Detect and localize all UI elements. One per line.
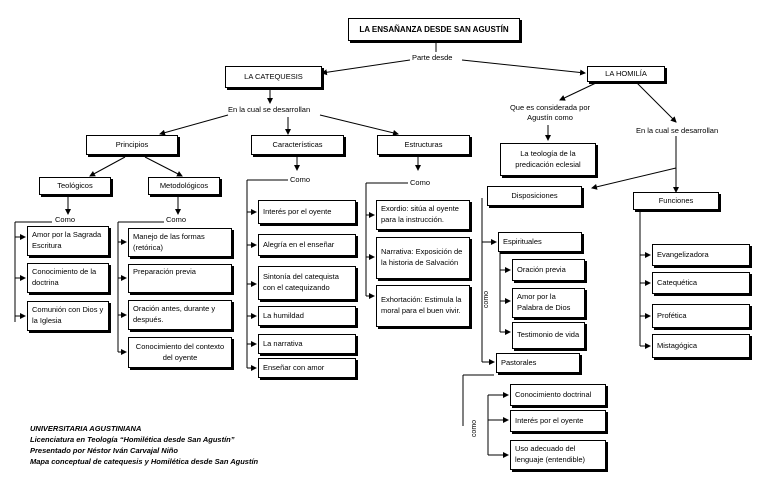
teologia-predicacion-box: La teología de la predicación eclesial [500, 143, 596, 176]
teologia-predicacion-text: La teología de la predicación eclesial [515, 148, 581, 169]
teologico-item-1-text: Amor por la Sagrada Escritura [32, 230, 102, 250]
teologico-item-2: Conocimiento de la doctrina [27, 263, 109, 293]
caracteristicas-como-label: Como [290, 175, 311, 184]
teologico-item-3-text: Comunión con Dios y la Iglesia [32, 305, 104, 325]
teologico-item-2-text: Conocimiento de la doctrina [32, 267, 97, 287]
funcion-item-2-text: Catequética [657, 277, 698, 287]
funcion-item-1-text: Evangelizadora [657, 249, 709, 259]
pastorales-como-label: como [471, 419, 479, 438]
homilia-se-desarrollan-label: En la cual se desarrollan [636, 126, 719, 135]
caracteristica-item-2: Alegría en el enseñar [258, 234, 356, 256]
metodologicos-heading: Metodológicos [159, 180, 209, 190]
funciones-box: Funciones [633, 192, 719, 210]
metodologicos-box: Metodológicos [148, 177, 220, 195]
estructura-item-3: Exhortación: Estimula la moral para el b… [376, 285, 470, 327]
caracteristicas-heading: Características [272, 139, 323, 149]
homilia-heading: LA HOMILÍA [605, 68, 647, 78]
catequesis-box: LA CATEQUESIS [225, 66, 322, 88]
funcion-item-1: Evangelizadora [652, 244, 750, 266]
metodologico-item-2: Preparación previa [128, 264, 232, 293]
disposiciones-heading: Disposiciones [511, 190, 558, 200]
caracteristica-item-2-text: Alegría en el enseñar [263, 239, 335, 249]
pastoral-item-2-text: Interés por el oyente [515, 415, 584, 425]
pastoral-item-3-text: Uso adecuado del lenguaje (entendible) [515, 444, 586, 464]
pastorales-heading: Pastorales [501, 357, 537, 367]
funcion-item-4-text: Mistagógica [657, 340, 698, 350]
espiritual-item-1: Oración previa [512, 259, 585, 281]
caracteristica-item-5: La narrativa [258, 334, 356, 354]
estructura-item-2: Narrativa: Exposición de la historia de … [376, 237, 470, 279]
footer-line-2: Licenciatura en Teología “Homilética des… [30, 434, 235, 444]
metodologico-item-3-text: Oración antes, durante y después. [133, 304, 216, 324]
espirituales-como-label: como [483, 290, 491, 309]
estructura-item-2-text: Narrativa: Exposición de la historia de … [381, 247, 463, 267]
metodologico-item-4-text: Conocimiento del contexto del oyente [135, 341, 225, 362]
estructuras-box: Estructuras [377, 135, 470, 155]
caracteristica-item-6: Enseñar con amor [258, 358, 356, 378]
espirituales-heading: Espirituales [503, 236, 542, 246]
funcion-item-4: Mistagógica [652, 334, 750, 358]
caracteristicas-box: Características [251, 135, 344, 155]
pastoral-item-1: Conocimiento doctrinal [510, 384, 606, 406]
pastoral-item-3: Uso adecuado del lenguaje (entendible) [510, 440, 606, 470]
estructuras-heading: Estructuras [404, 139, 443, 149]
caracteristica-item-1-text: Interés por el oyente [263, 206, 332, 216]
caracteristica-item-6-text: Enseñar con amor [263, 362, 325, 372]
funciones-heading: Funciones [658, 195, 694, 205]
estructuras-como-label: Como [410, 178, 431, 187]
teologico-item-1: Amor por la Sagrada Escritura [27, 226, 109, 256]
metodologico-item-2-text: Preparación previa [133, 267, 196, 276]
espiritual-item-1-text: Oración previa [517, 264, 566, 274]
caracteristica-item-4: La humildad [258, 306, 356, 326]
espiritual-item-3: Testimonio de vida [512, 322, 585, 349]
footer-credits: UNIVERSITARIA AGUSTINIANA Licenciatura e… [30, 424, 258, 468]
title-box: LA ENSAÑANZA DESDE SAN AGUSTÍN [348, 18, 520, 41]
caracteristica-item-3: Sintonía del catequista con el catequiza… [258, 266, 356, 300]
principios-box: Principios [86, 135, 178, 155]
disposiciones-box: Disposiciones [487, 186, 582, 206]
footer-line-3: Presentado por Néstor Iván Carvajal Niño [30, 445, 178, 455]
teologicos-heading: Teológicos [57, 180, 93, 190]
teologicos-box: Teológicos [39, 177, 111, 195]
estructura-item-1-text: Exordio: sitúa al oyente para la instruc… [381, 204, 459, 224]
footer-line-1: UNIVERSITARIA AGUSTINIANA [30, 424, 142, 433]
title-text: LA ENSAÑANZA DESDE SAN AGUSTÍN [359, 24, 509, 34]
estructura-item-1: Exordio: sitúa al oyente para la instruc… [376, 200, 470, 230]
catequesis-se-desarrollan-label: En la cual se desarrollan [228, 105, 311, 114]
pastoral-item-2: Interés por el oyente [510, 410, 606, 432]
caracteristica-item-1: Interés por el oyente [258, 200, 356, 224]
homilia-box: LA HOMILÍA [587, 66, 665, 82]
caracteristica-item-4-text: La humildad [263, 310, 304, 320]
espiritual-item-3-text: Testimonio de vida [517, 330, 580, 340]
metodologico-item-1-text: Manejo de las formas (retórica) [133, 231, 205, 252]
estructura-item-3-text: Exhortación: Estimula la moral para el b… [381, 295, 462, 315]
espiritual-item-2: Amor por la Palabra de Dios [512, 288, 585, 318]
pastorales-box: Pastorales [496, 353, 580, 373]
catequesis-heading: LA CATEQUESIS [244, 71, 303, 81]
caracteristica-item-5-text: La narrativa [263, 338, 303, 348]
footer-line-4: Mapa conceptual de catequesis y Homiléti… [30, 456, 259, 466]
metodologico-item-1: Manejo de las formas (retórica) [128, 228, 232, 257]
metodologicos-como-label: Como [166, 215, 187, 224]
espirituales-box: Espirituales [498, 232, 582, 252]
funcion-item-3: Profética [652, 304, 750, 328]
homilia-considerada-label: Que es considerada por Agustín como [509, 103, 591, 122]
funcion-item-2: Catequética [652, 272, 750, 294]
teologico-item-3: Comunión con Dios y la Iglesia [27, 301, 109, 331]
principios-heading: Principios [115, 139, 149, 149]
metodologico-item-4: Conocimiento del contexto del oyente [128, 337, 232, 368]
funcion-item-3-text: Profética [657, 310, 687, 320]
teologicos-como-label: Como [55, 215, 76, 224]
espiritual-item-2-text: Amor por la Palabra de Dios [517, 292, 571, 312]
metodologico-item-3: Oración antes, durante y después. [128, 300, 232, 330]
caracteristica-item-3-text: Sintonía del catequista con el catequiza… [263, 272, 339, 292]
parte-desde-label: Parte desde [412, 53, 453, 62]
pastoral-item-1-text: Conocimiento doctrinal [515, 389, 592, 399]
